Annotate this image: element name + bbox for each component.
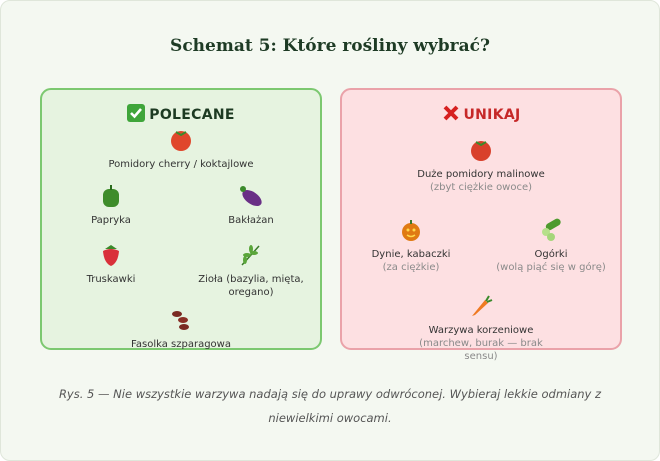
item-label: Warzywa korzeniowe xyxy=(428,325,534,336)
item-label: Bakłażan xyxy=(228,215,274,226)
item-label: Pomidory cherry / koktajlowe xyxy=(108,159,254,170)
avoid-heading: UNIKAJ xyxy=(342,104,620,123)
bell-pepper-icon xyxy=(103,185,119,207)
item-label: Zioła (bazylia, mięta, oregano) xyxy=(198,274,304,298)
list-item: Warzywa korzeniowe (marchew, burak — bra… xyxy=(406,294,556,363)
list-item: Dynie, kabaczki (za ciężkie) xyxy=(336,218,486,274)
recommended-heading-text: POLECANE xyxy=(149,107,235,123)
strawberry-icon xyxy=(103,245,119,266)
carrot-icon xyxy=(472,295,493,316)
check-mark-icon xyxy=(127,104,146,122)
cucumber-icon xyxy=(542,218,561,241)
list-item: Duże pomidory malinowe (zbyt ciężkie owo… xyxy=(406,138,556,194)
item-note: (za ciężkie) xyxy=(382,262,440,273)
list-item: Fasolka szparagowa xyxy=(106,308,256,351)
item-note: (wolą piąć się w górę) xyxy=(496,262,606,273)
list-item: Bakłażan xyxy=(176,184,326,227)
list-item: Zioła (bazylia, mięta, oregano) xyxy=(176,243,326,299)
beans-icon xyxy=(172,311,189,330)
cross-mark-icon xyxy=(443,105,458,121)
tomato-icon xyxy=(471,141,491,161)
recommended-heading: POLECANE xyxy=(42,104,320,123)
item-label: Ogórki xyxy=(534,249,568,260)
item-label: Duże pomidory malinowe xyxy=(417,169,545,180)
tomato-icon xyxy=(171,131,191,151)
figure-title: Schemat 5: Które rośliny wybrać? xyxy=(170,36,490,56)
item-label: Fasolka szparagowa xyxy=(131,339,231,350)
list-item: Ogórki (wolą piąć się w górę) xyxy=(476,218,626,274)
herb-icon xyxy=(241,245,260,266)
figure-caption: Rys. 5 — Nie wszystkie warzywa nadają si… xyxy=(58,387,602,425)
pumpkin-icon xyxy=(402,220,420,241)
avoid-panel: UNIKAJ Duże pomidory malinowe (zbyt cięż… xyxy=(340,88,622,362)
avoid-heading-text: UNIKAJ xyxy=(463,107,521,123)
recommended-panel: POLECANE Pomidory cherry / koktajlowe Pa… xyxy=(40,88,322,350)
list-item: Pomidory cherry / koktajlowe xyxy=(106,128,256,171)
item-note: (zbyt ciężkie owoce) xyxy=(429,182,533,193)
eggplant-icon xyxy=(240,186,262,206)
item-label: Papryka xyxy=(91,215,131,226)
list-item: Truskawki xyxy=(36,243,186,286)
list-item: Papryka xyxy=(36,184,186,227)
item-note: (marchew, burak — brak sensu) xyxy=(419,338,543,362)
item-label: Dynie, kabaczki xyxy=(371,249,451,260)
item-label: Truskawki xyxy=(86,274,136,285)
